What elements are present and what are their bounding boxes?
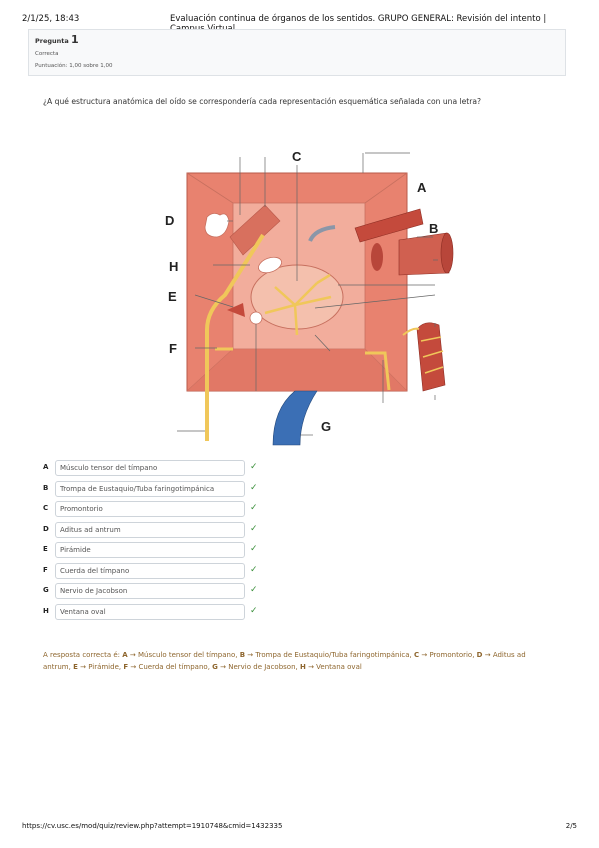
feedback-text: Trompa de Eustaquio/Tuba faringotimpánic… bbox=[255, 651, 410, 659]
feedback-text: Aditus ad antrum bbox=[43, 651, 526, 671]
feedback-intro: A resposta correcta é: bbox=[43, 651, 123, 659]
answer-select[interactable]: Trompa de Eustaquio/Tuba faringotimpánic… bbox=[55, 480, 245, 497]
feedback-letter: C bbox=[413, 651, 420, 659]
feedback-separator: , bbox=[68, 662, 74, 671]
question-grade: Puntuación: 1,00 sobre 1,00 bbox=[35, 63, 113, 69]
feedback-separator: , bbox=[118, 662, 124, 671]
feedback-text: Nervio de Jacobson bbox=[228, 662, 296, 671]
feedback-separator: , bbox=[235, 651, 240, 659]
answer-letter: E bbox=[43, 545, 48, 553]
question-label: Pregunta bbox=[35, 37, 69, 45]
tensor-tympani-muscle-shape bbox=[354, 208, 424, 243]
feedback-arrow: → bbox=[128, 662, 139, 671]
answer-letter: H bbox=[43, 606, 49, 615]
answer-select[interactable]: Ventana oval bbox=[55, 603, 245, 620]
check-icon: ✓ bbox=[250, 503, 258, 513]
answer-list: A Músculo tensor del tímpano ✓ B Trompa de E… bbox=[40, 458, 280, 622]
feedback-arrow: → bbox=[217, 662, 229, 671]
label-a: A bbox=[417, 180, 427, 195]
feedback-letter: B bbox=[239, 651, 246, 659]
pyramid-shape bbox=[227, 303, 245, 317]
feedback-arrow: → bbox=[482, 651, 493, 659]
answer-select[interactable]: Promontorio bbox=[55, 501, 245, 517]
answer-letter: B bbox=[43, 483, 49, 492]
feedback-letter: F bbox=[123, 662, 129, 671]
check-icon: ✓ bbox=[250, 482, 258, 493]
feedback-letter: A bbox=[122, 651, 128, 659]
feedback-text: Promontorio bbox=[429, 651, 473, 659]
feedback-letter: G bbox=[212, 662, 218, 671]
feedback-text: Cuerda del tímpano bbox=[138, 662, 208, 671]
check-icon: ✓ bbox=[250, 605, 258, 616]
feedback-separator: , bbox=[472, 651, 477, 659]
print-page-number: 2/5 bbox=[565, 822, 577, 830]
eustachian-opening-shape bbox=[371, 243, 383, 271]
feedback-arrow: → bbox=[419, 651, 430, 659]
feedback-letter: D bbox=[476, 651, 483, 659]
print-url: https://cv.usc.es/mod/quiz/review.php?at… bbox=[22, 822, 283, 830]
feedback-arrow: → bbox=[245, 651, 256, 659]
answer-row: D Aditus ad antrum ✓ bbox=[40, 520, 280, 541]
answer-row: E Pirámide ✓ bbox=[40, 540, 280, 561]
answer-letter: C bbox=[43, 504, 49, 512]
answer-row: B Trompa de Eustaquio/Tuba faringotimpáni… bbox=[40, 479, 280, 500]
feedback-text: Ventana oval bbox=[316, 662, 362, 671]
answer-select[interactable]: Cuerda del tímpano bbox=[55, 562, 245, 579]
question-info-box: Pregunta 1 Correcta Puntuación: 1,00 sob… bbox=[28, 29, 566, 76]
answer-row: H Ventana oval ✓ bbox=[40, 602, 280, 623]
feedback-separator: , bbox=[207, 662, 213, 671]
eustachian-tube-shape bbox=[398, 232, 450, 276]
question-text: ¿A qué estructura anatómica del oído se … bbox=[43, 97, 482, 106]
pointer-lines bbox=[177, 152, 438, 436]
answer-select[interactable]: Nervio de Jacobson bbox=[55, 583, 245, 599]
middle-ear-diagram: A B C D E F G H bbox=[165, 149, 454, 446]
label-b: B bbox=[429, 221, 438, 236]
print-date: 2/1/25, 18:43 bbox=[22, 14, 80, 24]
print-header: 2/1/25, 18:43 Evaluación continua de órg… bbox=[22, 14, 577, 34]
check-icon: ✓ bbox=[250, 544, 258, 554]
feedback-letter: H bbox=[299, 662, 306, 671]
answer-letter: G bbox=[43, 586, 49, 594]
round-window-shape bbox=[249, 311, 263, 325]
answer-letter: A bbox=[43, 463, 49, 471]
chorda-tympani-shape bbox=[205, 233, 265, 441]
check-icon: ✓ bbox=[250, 564, 258, 575]
answer-row: G Nervio de Jacobson ✓ bbox=[40, 581, 280, 602]
label-f: F bbox=[169, 341, 177, 356]
check-icon: ✓ bbox=[250, 462, 258, 472]
label-e: E bbox=[168, 289, 177, 304]
answer-select[interactable]: Músculo tensor del tímpano bbox=[55, 460, 245, 476]
feedback-arrow: → bbox=[77, 662, 89, 671]
question-number-value: 1 bbox=[71, 33, 79, 46]
correct-answer-feedback: A resposta correcta é: A → Músculo tenso… bbox=[43, 650, 553, 673]
feedback-arrow: → bbox=[127, 651, 138, 659]
feedback-text: Músculo tensor del tímpano bbox=[138, 651, 236, 659]
answer-row: C Promontorio ✓ bbox=[40, 499, 280, 520]
jacobson-nerve-branches bbox=[264, 273, 332, 336]
answer-row: A Músculo tensor del tímpano ✓ bbox=[40, 458, 280, 479]
label-c: C bbox=[292, 149, 302, 164]
feedback-arrow: → bbox=[305, 662, 317, 671]
answer-select[interactable]: Aditus ad antrum bbox=[55, 521, 245, 538]
question-number: Pregunta 1 bbox=[35, 33, 559, 46]
carotid-artery-shape bbox=[416, 322, 446, 392]
answer-letter: D bbox=[43, 524, 49, 533]
label-d: D bbox=[165, 213, 174, 228]
feedback-letter: E bbox=[73, 662, 78, 671]
question-state: Correcta bbox=[35, 51, 59, 57]
feedback-separator: , bbox=[409, 651, 414, 659]
label-h: H bbox=[169, 259, 178, 274]
feedback-text: Pirámide bbox=[88, 662, 119, 671]
answer-letter: F bbox=[43, 565, 48, 574]
feedback-separator: , bbox=[295, 662, 300, 671]
oval-window-shape bbox=[258, 256, 282, 274]
label-g: G bbox=[321, 419, 331, 434]
jugular-vein-shape bbox=[272, 390, 318, 446]
answer-row: F Cuerda del tímpano ✓ bbox=[40, 561, 280, 582]
check-icon: ✓ bbox=[250, 523, 258, 534]
check-icon: ✓ bbox=[250, 585, 258, 595]
print-footer: https://cv.usc.es/mod/quiz/review.php?at… bbox=[22, 822, 577, 834]
answer-select[interactable]: Pirámide bbox=[55, 542, 245, 558]
